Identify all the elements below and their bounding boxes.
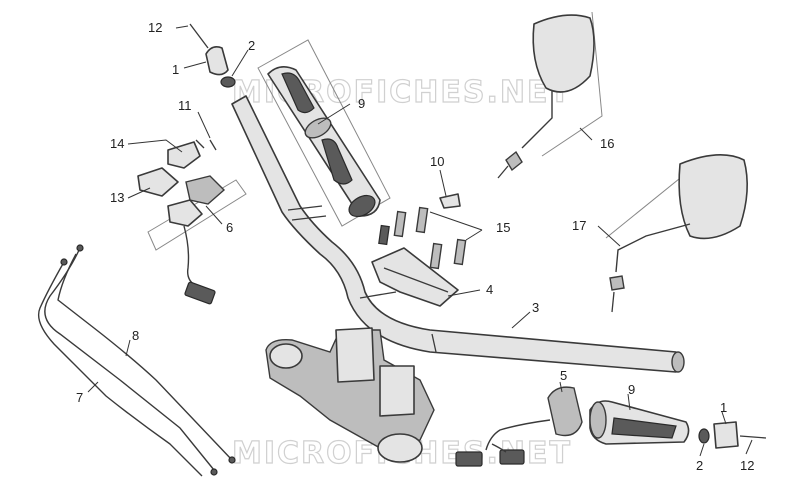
label-2-right: 2 [696, 458, 703, 473]
right-grip [589, 400, 690, 445]
label-1-top: 1 [172, 62, 179, 77]
label-8: 8 [132, 328, 139, 343]
label-6: 6 [226, 220, 233, 235]
label-17: 17 [572, 218, 586, 233]
label-16: 16 [600, 136, 614, 151]
throttle-cables [37, 244, 236, 477]
label-12-top: 12 [148, 20, 162, 35]
bar-end-top [189, 23, 236, 88]
right-switch [455, 386, 583, 467]
triple-clamp [265, 327, 435, 463]
label-9-top: 9 [358, 96, 365, 111]
label-2-top: 2 [248, 38, 255, 53]
leader-lines [87, 25, 753, 457]
upper-clamp [371, 193, 467, 307]
label-13: 13 [110, 190, 124, 205]
label-11: 11 [178, 98, 192, 113]
left-grip [257, 39, 391, 227]
mirror-left [497, 11, 603, 179]
bar-end-right [698, 421, 767, 449]
label-3: 3 [532, 300, 539, 315]
label-10: 10 [430, 154, 444, 169]
label-12-right: 12 [740, 458, 754, 473]
part-labels: 12 1 2 9 11 14 13 6 10 15 4 3 5 9 1 2 12… [76, 20, 754, 473]
mirror-right [605, 154, 748, 313]
label-1-right: 1 [720, 400, 727, 415]
label-7: 7 [76, 390, 83, 405]
label-15: 15 [496, 220, 510, 235]
label-9-right: 9 [628, 382, 635, 397]
label-4: 4 [486, 282, 493, 297]
label-5: 5 [560, 368, 567, 383]
left-switch-cluster [137, 139, 247, 305]
label-14: 14 [110, 136, 124, 151]
handlebar [231, 95, 685, 373]
